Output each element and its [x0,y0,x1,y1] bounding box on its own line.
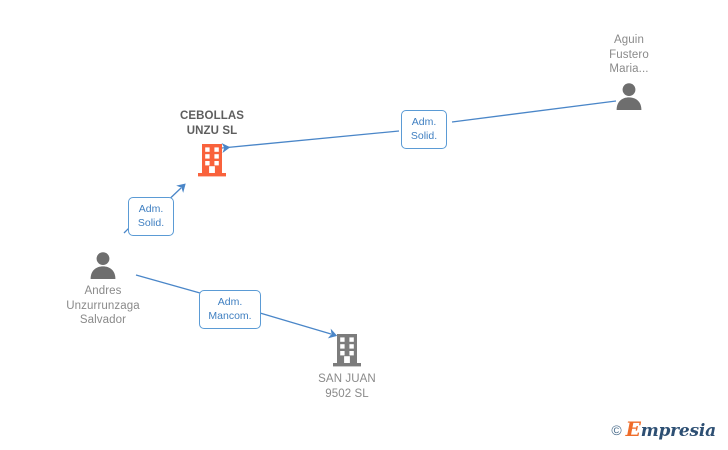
empresia-watermark: © Empresia [611,419,716,440]
edge-andres-to-sanjuan[interactable] [135,274,338,339]
building-icon [147,142,277,178]
node-label-andres-unzurrunzaga-salvador: Andres Unzurrunzaga Salvador [66,285,140,326]
relation-label-aguin-cebollas[interactable]: Adm. Solid. [401,110,447,149]
node-aguin-fustero-maria[interactable]: Aguin Fustero Maria... [564,33,694,111]
node-cebollas-unzu-sl[interactable]: CEBOLLAS UNZU SL [147,109,277,178]
edge-aguin-to-cebollas[interactable] [221,100,617,154]
person-icon [564,81,694,111]
brand-logo: Empresia [625,417,717,441]
node-label-aguin-fustero-maria: Aguin Fustero Maria... [609,34,649,75]
node-label-cebollas-unzu-sl: CEBOLLAS UNZU SL [179,110,245,137]
relation-label-andres-sanjuan[interactable]: Adm. Mancom. [199,290,261,329]
building-icon [282,332,412,368]
person-icon [38,250,168,280]
brand-initial: E [625,417,641,441]
brand-rest: mpresia [640,421,716,441]
node-label-san-juan-9502-sl: SAN JUAN 9502 SL [318,373,376,400]
relation-label-andres-cebollas[interactable]: Adm. Solid. [128,197,174,236]
node-san-juan-9502-sl[interactable]: SAN JUAN 9502 SL [282,332,412,401]
copyright-icon: © [611,421,622,438]
node-andres-unzurrunzaga-salvador[interactable]: Andres Unzurrunzaga Salvador [38,250,168,328]
